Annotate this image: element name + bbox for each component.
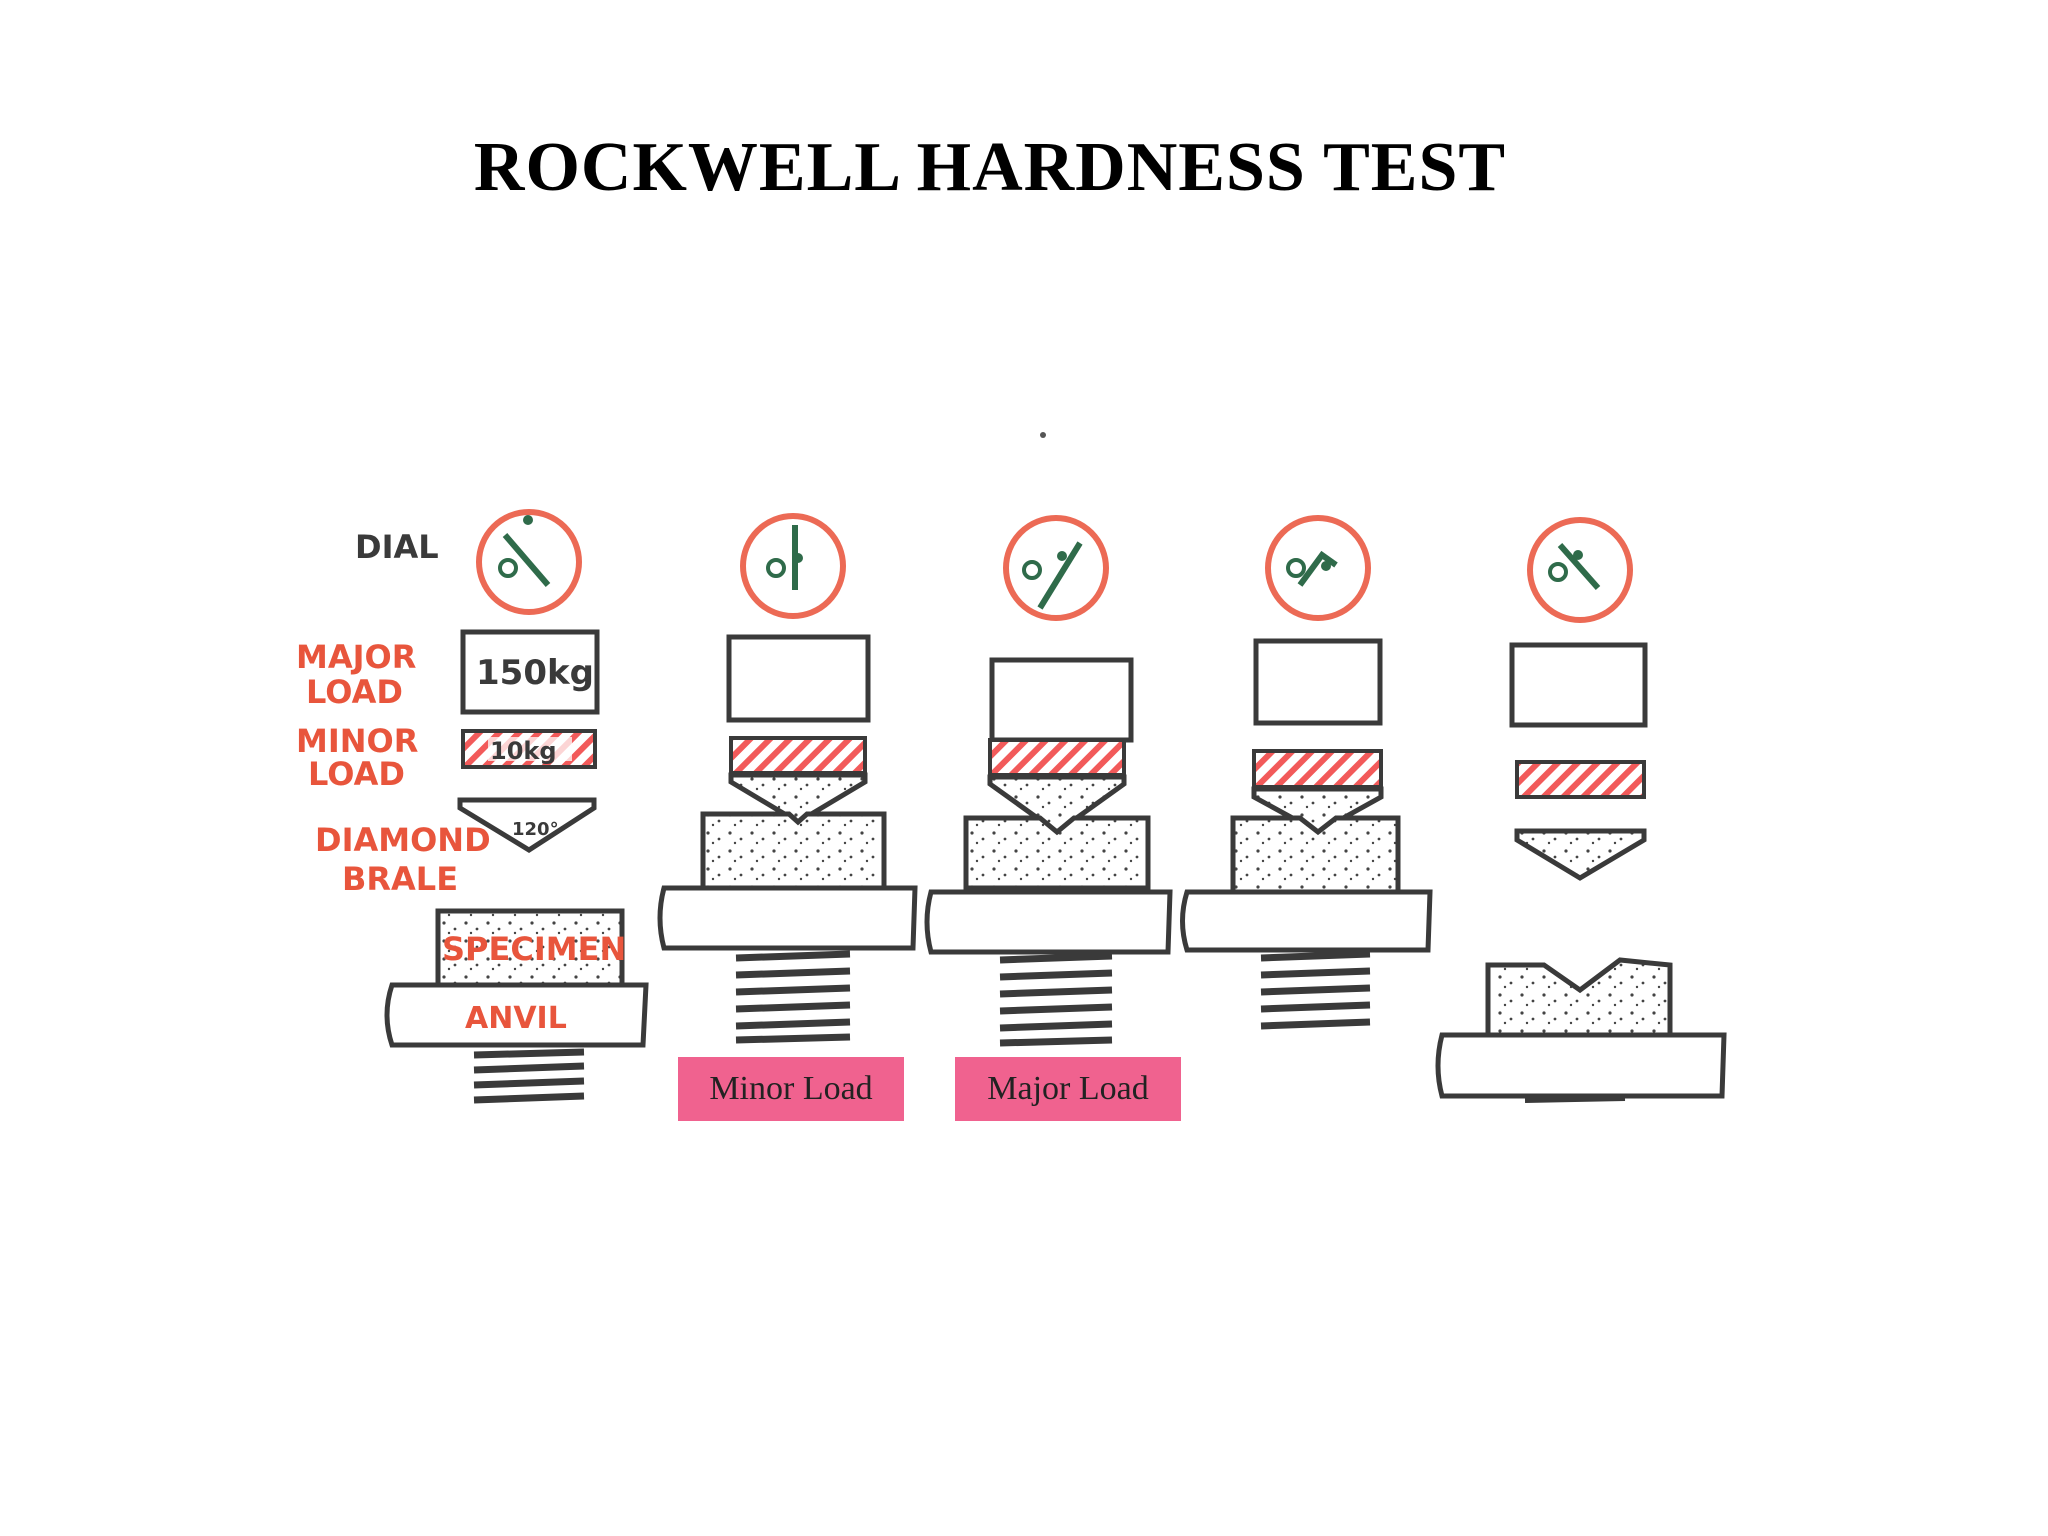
specimen-label: SPECIMEN <box>442 930 626 968</box>
major-load-tag: Major Load <box>955 1057 1181 1121</box>
legend-column: DIAL MAJOR LOAD 150kg MINOR LOAD 10kg 12… <box>296 509 649 1104</box>
anvil-4 <box>1180 889 1433 953</box>
minor-weight-3 <box>988 738 1126 777</box>
dial-5 <box>1527 517 1633 623</box>
major-weight-5 <box>1509 642 1648 728</box>
diamond-brale-4 <box>1251 786 1384 835</box>
anvil-1 <box>384 982 649 1048</box>
stray-mark <box>1040 432 1046 438</box>
dial-2 <box>740 513 846 619</box>
major-weight-3 <box>989 657 1134 743</box>
stage-result <box>1435 517 1727 1103</box>
screw-2 <box>735 950 851 1044</box>
anvil-label: ANVIL <box>465 1001 567 1036</box>
diamond-brale-3 <box>987 774 1127 836</box>
stage-major-removed <box>1180 515 1433 1030</box>
dial-1 <box>476 509 582 615</box>
anvil-3 <box>924 889 1173 955</box>
major-load-label-1: MAJOR <box>296 638 416 676</box>
diamond-label-2: BRALE <box>342 860 458 898</box>
major-weight-2 <box>726 634 871 723</box>
major-weight-4 <box>1253 638 1383 726</box>
diamond-brale-5 <box>1514 828 1647 881</box>
slide-title: ROCKWELL HARDNESS TEST <box>473 129 1507 206</box>
minor-weight-text: 10kg <box>490 737 557 765</box>
minor-weight-4 <box>1252 749 1383 789</box>
indented-specimen <box>1485 957 1673 1038</box>
specimen-3 <box>963 815 1151 891</box>
major-load-tag-text: Major Load <box>987 1070 1149 1107</box>
screw-5 <box>1524 1095 1626 1103</box>
screw-4 <box>1260 950 1371 1030</box>
diamond-label-1: DIAMOND <box>315 821 491 859</box>
minor-load-label-2: LOAD <box>308 755 405 793</box>
anvil-5 <box>1435 1032 1727 1099</box>
dial-3 <box>1003 515 1109 621</box>
specimen-4 <box>1230 815 1401 895</box>
stage-minor-load <box>657 513 918 1044</box>
major-weight-text: 150kg <box>476 653 594 693</box>
major-load-label-2: LOAD <box>306 673 403 711</box>
minor-load-tag: Minor Load <box>678 1057 904 1121</box>
minor-weight-5 <box>1515 760 1646 799</box>
specimen-2 <box>700 811 887 891</box>
dial-4 <box>1265 515 1371 621</box>
major-weight-box <box>460 629 600 715</box>
anvil-2 <box>657 885 918 951</box>
diamond-brale-2 <box>728 772 868 825</box>
screw-1 <box>473 1048 585 1104</box>
stage-major-load <box>924 515 1173 1047</box>
diamond-brale-1 <box>457 797 597 853</box>
minor-load-label-1: MINOR <box>296 722 418 760</box>
cone-angle-text: 120° <box>512 819 559 840</box>
screw-3 <box>999 952 1113 1047</box>
minor-load-tag-text: Minor Load <box>709 1070 873 1107</box>
dial-label: DIAL <box>355 528 439 566</box>
minor-weight-2 <box>729 736 867 775</box>
